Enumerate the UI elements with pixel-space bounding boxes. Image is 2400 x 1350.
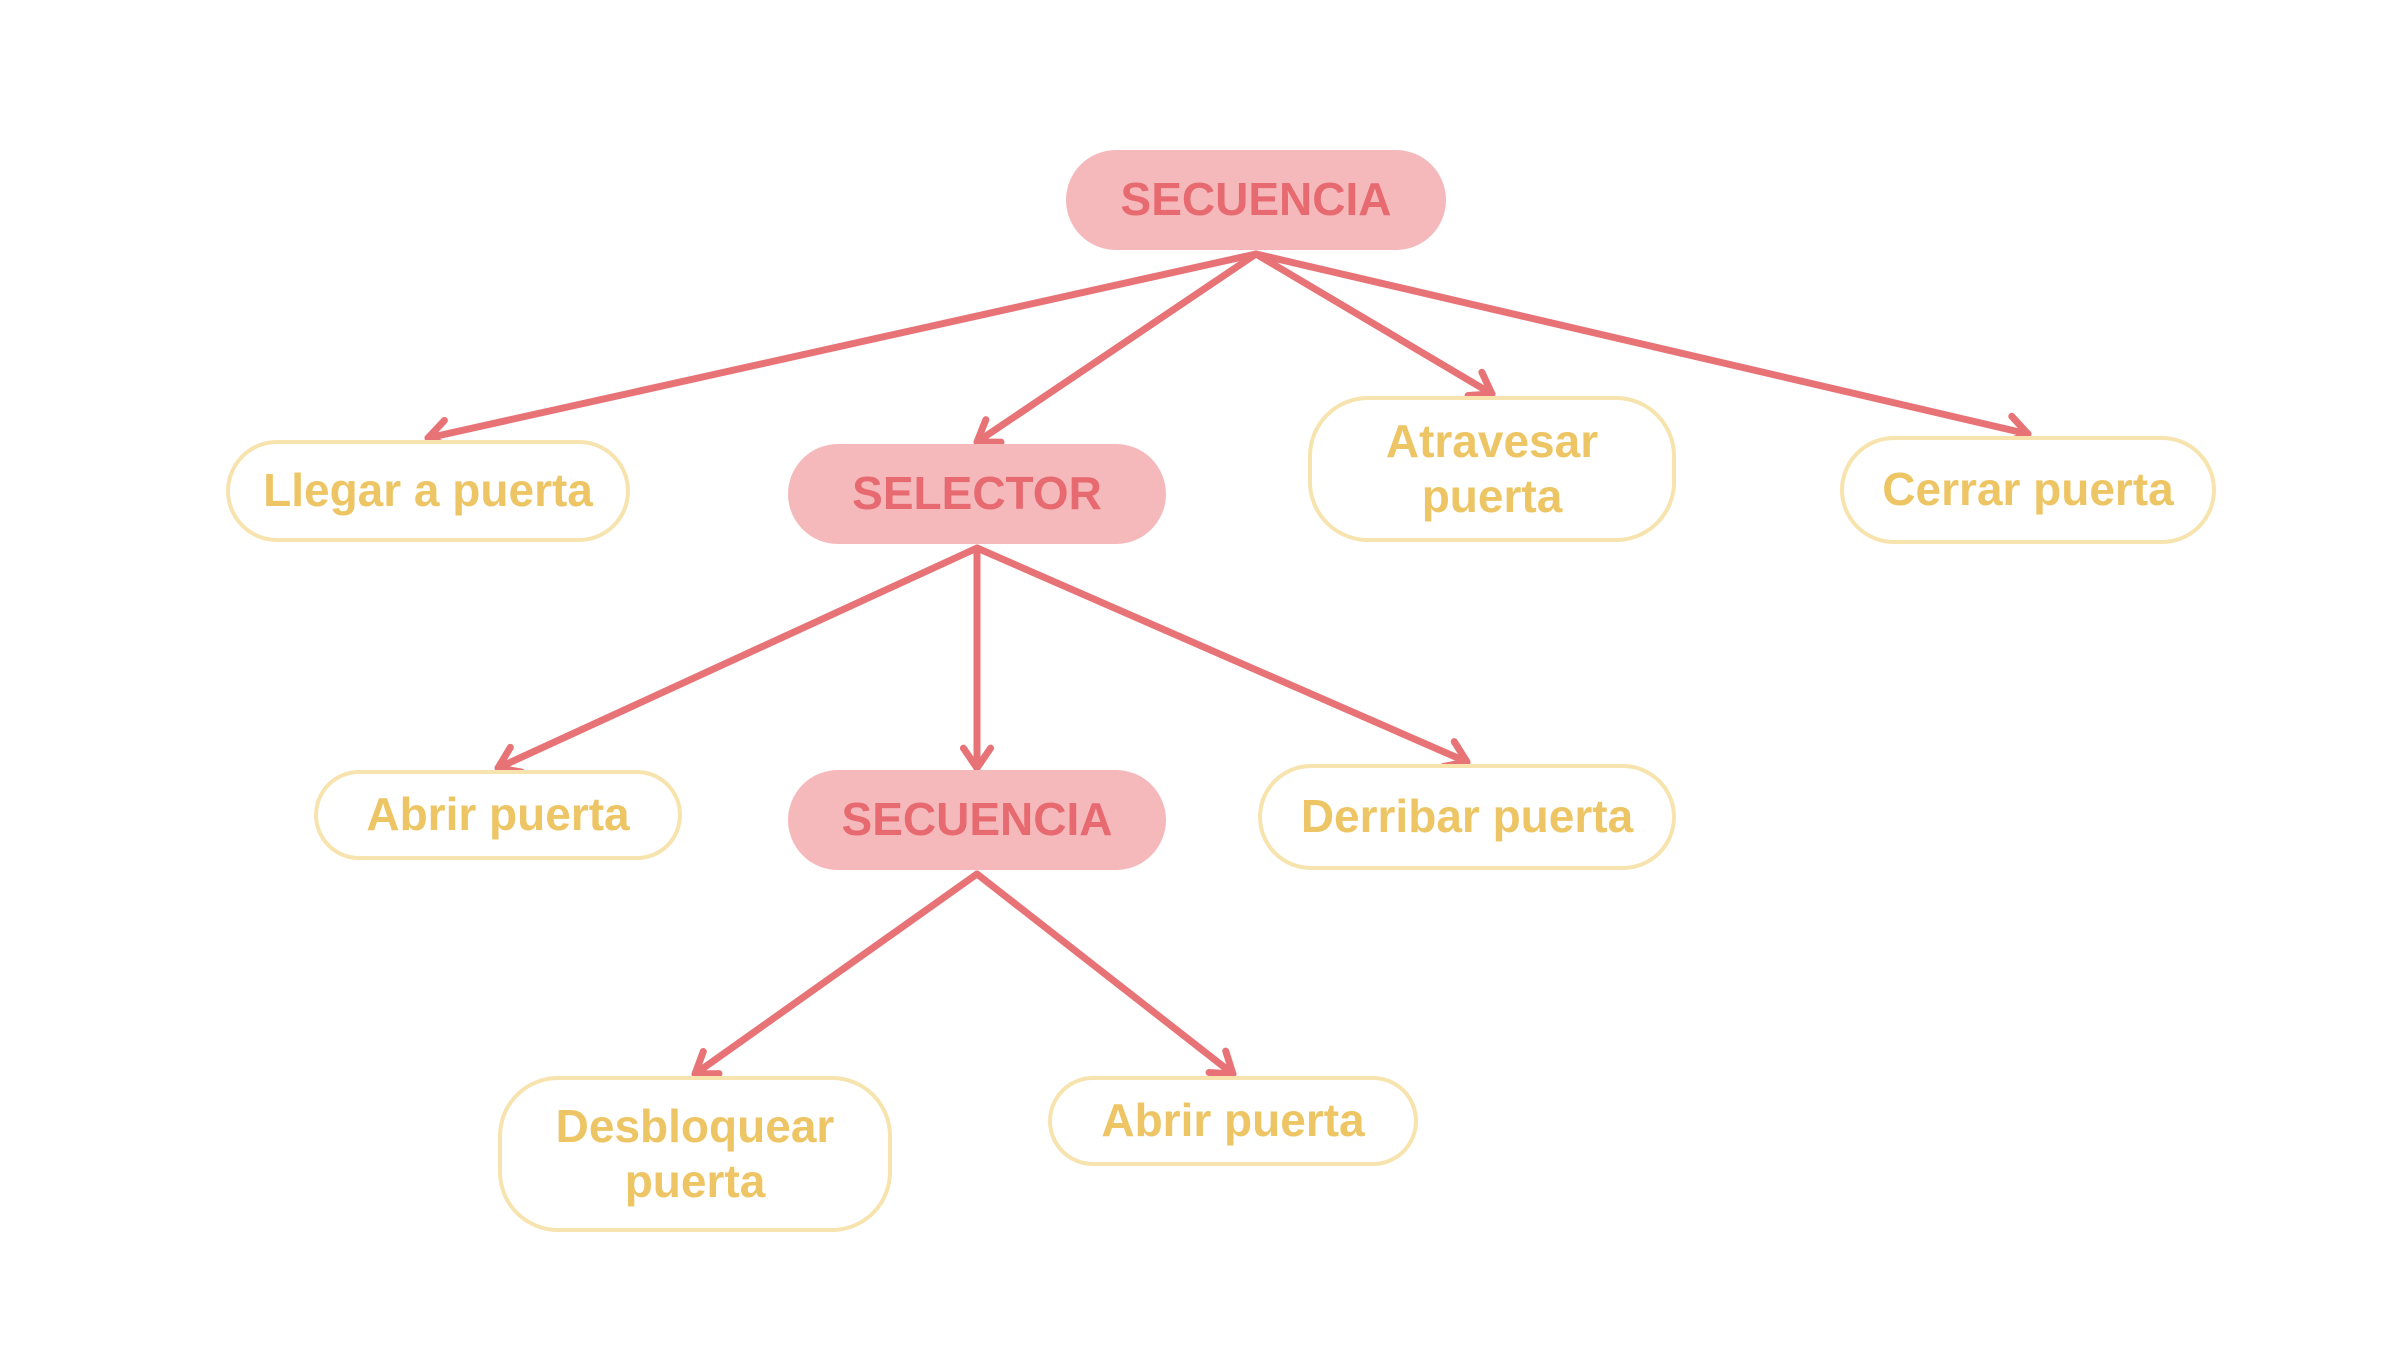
arrowhead-root_sequence-to-atravesar_puerta <box>1464 368 1496 400</box>
inner-sequence-node: SECUENCIA <box>788 770 1166 870</box>
llegar-a-puerta-node: Llegar a puerta <box>226 440 630 542</box>
derribar-puerta-node: Derribar puerta <box>1258 764 1676 870</box>
edge-root_sequence-to-cerrar_puerta <box>1252 250 2032 438</box>
atravesar-puerta-node: Atravesar puerta <box>1308 396 1676 542</box>
edge-selector-to-derribar_puerta <box>973 544 1471 766</box>
edge-root_sequence-to-llegar_puerta <box>424 250 1260 442</box>
desbloquear-puerta-node: Desbloquear puerta <box>498 1076 892 1232</box>
abrir-puerta-node-2: Abrir puerta <box>1048 1076 1418 1166</box>
abrir-puerta-label-1: Abrir puerta <box>366 788 630 841</box>
abrir-puerta-label-2: Abrir puerta <box>1101 1094 1365 1147</box>
edge-inner_sequence-to-abrir_puerta_2 <box>973 870 1237 1078</box>
cerrar-puerta-label: Cerrar puerta <box>1882 463 2174 516</box>
arrowhead-inner_sequence-to-abrir_puerta_2 <box>1205 1047 1237 1078</box>
inner-sequence-label: SECUENCIA <box>841 793 1113 846</box>
desbloquear-puerta-label: Desbloquear puerta <box>555 1099 835 1207</box>
abrir-puerta-node-1: Abrir puerta <box>314 770 682 860</box>
edge-root_sequence-to-atravesar_puerta <box>1252 250 1496 398</box>
llegar-a-puerta-label: Llegar a puerta <box>263 464 593 517</box>
cerrar-puerta-node: Cerrar puerta <box>1840 436 2216 544</box>
selector-node: SELECTOR <box>788 444 1166 544</box>
arrowhead-selector-to-inner_sequence <box>959 744 995 772</box>
selector-label: SELECTOR <box>852 467 1102 520</box>
root-sequence-node: SECUENCIA <box>1066 150 1446 250</box>
root-sequence-label: SECUENCIA <box>1120 173 1392 226</box>
derribar-puerta-label: Derribar puerta <box>1300 790 1634 843</box>
edge-selector-to-abrir_puerta_1 <box>494 544 981 772</box>
edge-root_sequence-to-selector <box>973 250 1260 446</box>
atravesar-puerta-label: Atravesar puerta <box>1385 414 1599 522</box>
edge-inner_sequence-to-desbloquear_puerta <box>691 870 981 1078</box>
arrowhead-inner_sequence-to-desbloquear_puerta <box>691 1047 723 1078</box>
arrowhead-root_sequence-to-selector <box>973 416 1005 446</box>
